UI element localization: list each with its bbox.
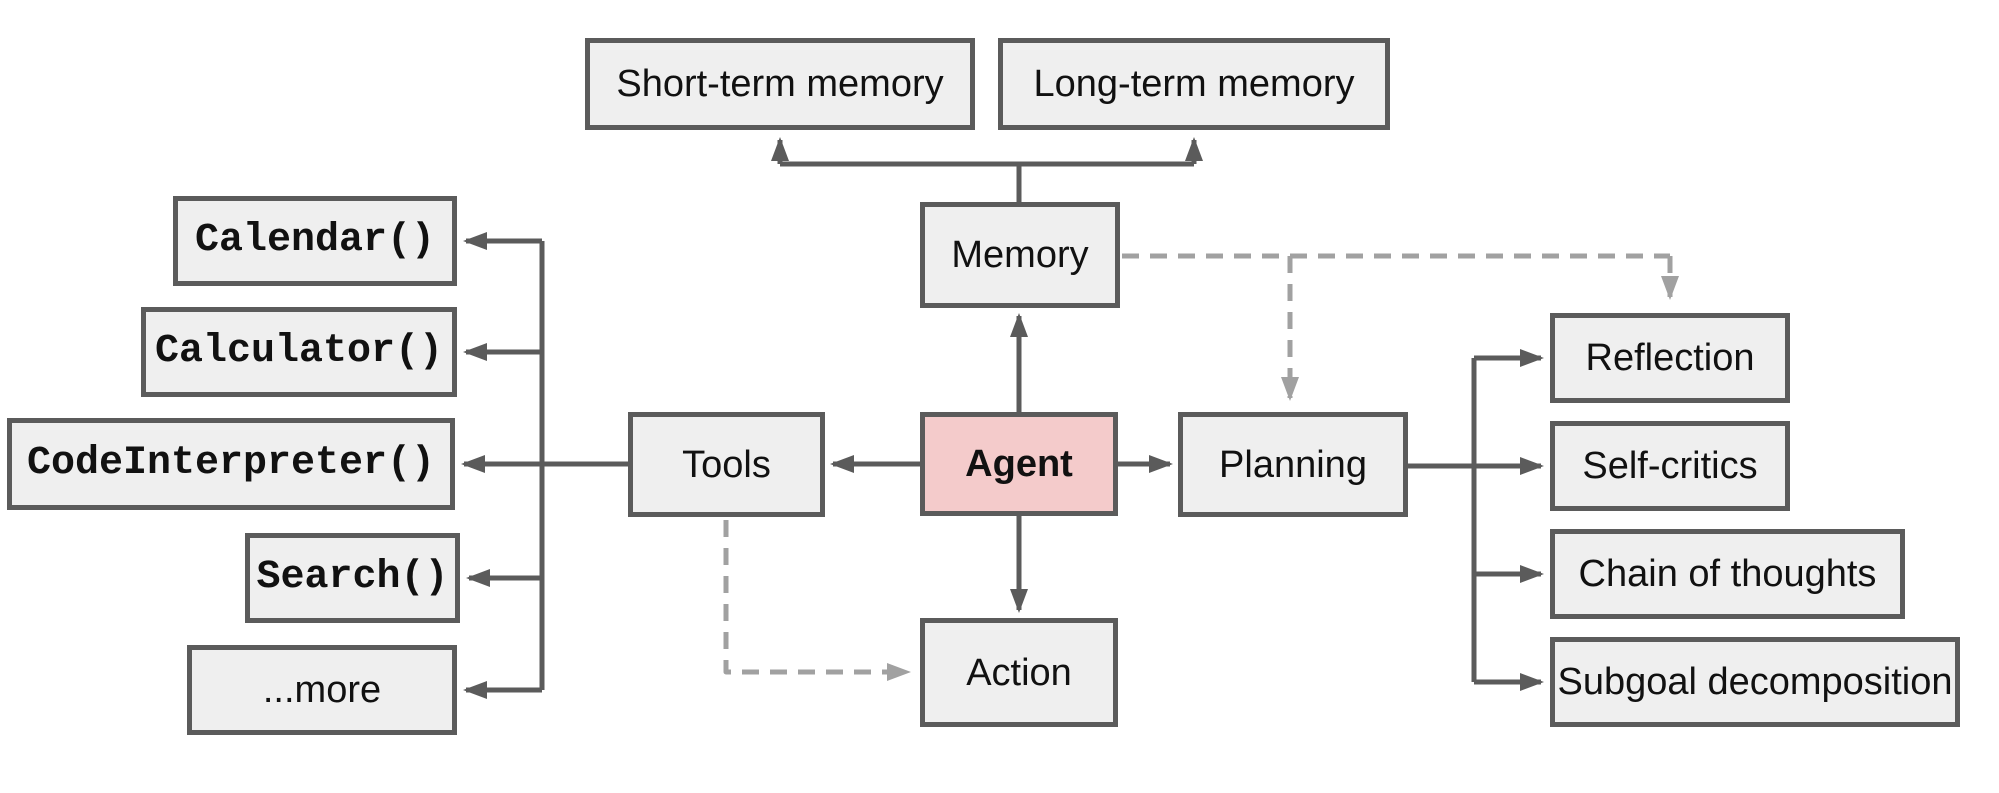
node-long-term-memory: Long-term memory (998, 38, 1390, 130)
edge-tools-dashed-to-action (723, 520, 911, 681)
node-calendar: Calendar() (173, 196, 457, 286)
node-calculator: Calculator() (141, 307, 457, 397)
node-more: ...more (187, 645, 457, 735)
node-chain-of-thoughts: Chain of thoughts (1550, 529, 1905, 619)
node-agent: Agent (920, 412, 1118, 516)
node-search: Search() (245, 533, 460, 623)
node-code-interpreter: CodeInterpreter() (7, 418, 455, 510)
node-self-critics: Self-critics (1550, 421, 1790, 511)
node-subgoal-decomposition: Subgoal decomposition (1550, 637, 1960, 727)
node-short-term-memory: Short-term memory (585, 38, 975, 130)
node-planning: Planning (1178, 412, 1408, 517)
node-action: Action (920, 618, 1118, 727)
node-tools: Tools (628, 412, 825, 517)
node-reflection: Reflection (1550, 313, 1790, 403)
node-memory: Memory (920, 202, 1120, 308)
